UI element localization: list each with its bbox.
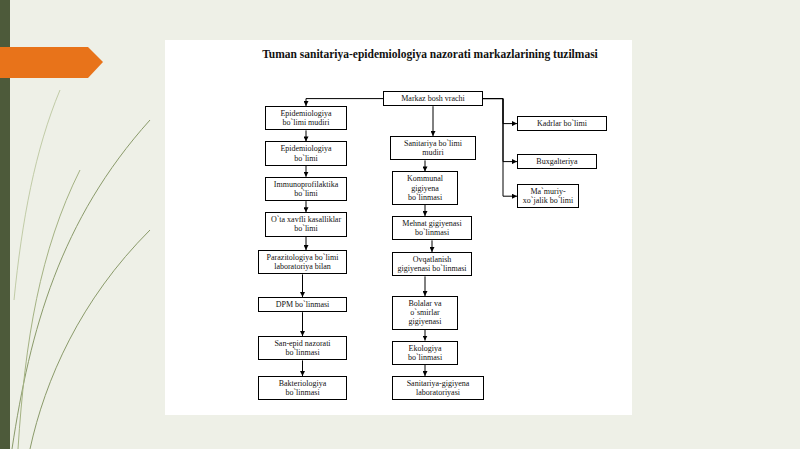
deco-curve	[12, 120, 150, 449]
connector-arrow	[483, 99, 517, 124]
connector-arrow	[425, 330, 426, 341]
connector-arrow	[425, 365, 426, 376]
org-box: Buxgalteriya	[517, 154, 597, 169]
connector-arrow	[483, 99, 517, 197]
org-box: Parazitologiya bo`limi laboratoriya bila…	[258, 250, 347, 274]
box-label: Mehnat gigiyenasi bo`linmasi	[396, 219, 468, 237]
org-box: Sanitariya bo`limi mudiri	[390, 136, 476, 160]
connector-arrow	[432, 240, 433, 252]
connector-arrow	[483, 99, 517, 162]
diagram-title: Tuman sanitariya-epidemiologiya nazorati…	[250, 48, 610, 62]
box-label: Bakteriologiya bo`linmasi	[262, 379, 343, 397]
connector-arrow	[425, 276, 426, 296]
connector-arrow	[302, 312, 303, 336]
content-panel	[165, 40, 632, 415]
box-label: Markaz bosh vrachi	[387, 94, 479, 103]
org-box: Sanitariya-gigiyena laboratoriyasi	[392, 376, 484, 400]
deco-curve	[18, 170, 80, 449]
org-box: Ekologiya bo`linmasi	[392, 341, 458, 365]
org-box: Ovqatlanish gigiyenasi bo`linmasi	[392, 252, 472, 276]
org-box: O`ta xavfli kasalliklar bo`limi	[265, 212, 347, 236]
orange-arrow	[0, 47, 103, 78]
org-box: Ma`muriy-xo`jalik bo`limi	[517, 184, 579, 208]
box-label: Ekologiya bo`linmasi	[396, 344, 454, 362]
box-label: Sanitariya-gigiyena laboratoriyasi	[396, 379, 480, 397]
org-box: Epidemiologiya bo`limi mudiri	[265, 106, 347, 130]
box-label: Immunoprofilaktika bo`limi	[269, 180, 343, 198]
org-box: Epidemiologiya bo`limi	[265, 141, 347, 165]
org-box: Bakteriologiya bo`linmasi	[258, 376, 347, 400]
connector-arrow	[425, 160, 426, 171]
box-label: Kommunal gigiyena bo`linmasi	[396, 174, 454, 202]
org-box: Mehnat gigiyenasi bo`linmasi	[392, 216, 472, 240]
org-box: San-epid nazorati bo`linmasi	[258, 336, 347, 360]
connector-arrow	[425, 205, 426, 216]
box-label: Epidemiologiya bo`limi	[269, 144, 343, 162]
org-box: Immunoprofilaktika bo`limi	[265, 177, 347, 201]
connector-arrow	[302, 274, 303, 297]
org-box: Markaz bosh vrachi	[383, 91, 483, 106]
box-label: Parazitologiya bo`limi laboratoriya bila…	[262, 253, 343, 271]
connector-arrow	[306, 99, 383, 106]
org-box: Kommunal gigiyena bo`linmasi	[392, 171, 458, 205]
box-label: Sanitariya bo`limi mudiri	[394, 139, 472, 157]
box-label: Kadrlar bo`limi	[521, 119, 603, 128]
org-box: Kadrlar bo`limi	[517, 116, 607, 131]
box-label: Ma`muriy-xo`jalik bo`limi	[521, 187, 575, 205]
connector-arrow	[306, 201, 307, 212]
connector-arrow	[306, 237, 307, 251]
org-box: DPM bo`linmasi	[258, 297, 347, 312]
box-label: Bolalar va o`smirlar gigiyenasi	[396, 299, 454, 327]
box-label: DPM bo`linmasi	[262, 300, 343, 309]
box-label: Ovqatlanish gigiyenasi bo`linmasi	[396, 255, 468, 273]
deco-curve	[14, 90, 60, 300]
connector-arrow	[306, 166, 307, 177]
org-box: Bolalar va o`smirlar gigiyenasi	[392, 296, 458, 330]
box-label: O`ta xavfli kasalliklar bo`limi	[269, 215, 343, 233]
box-label: Buxgalteriya	[521, 157, 593, 166]
connector-arrow	[302, 360, 303, 376]
box-label: Epidemiologiya bo`limi mudiri	[269, 109, 343, 127]
deco-curve	[30, 230, 150, 449]
connector-arrow	[433, 106, 434, 136]
box-label: San-epid nazorati bo`linmasi	[262, 339, 343, 357]
connector-arrow	[306, 130, 307, 141]
